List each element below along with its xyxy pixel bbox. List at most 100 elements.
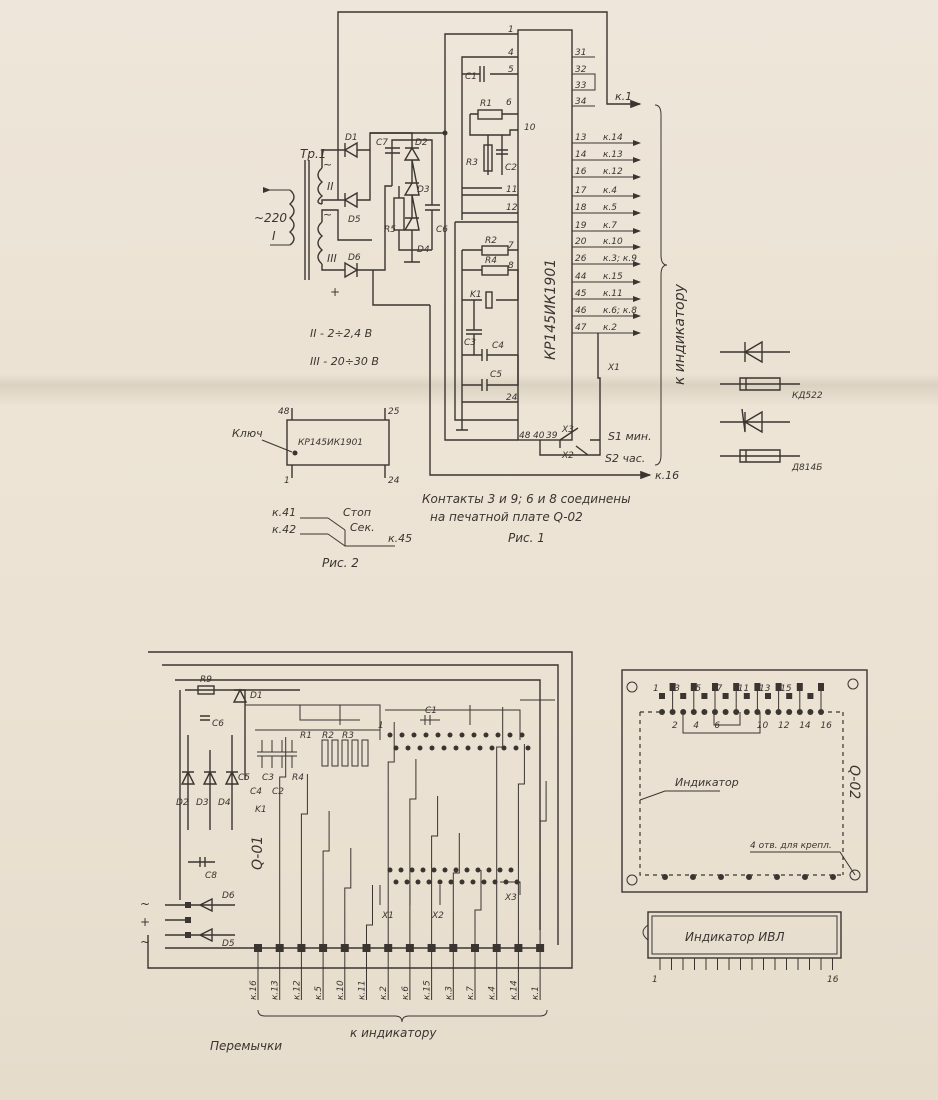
k1-label: к.1 <box>615 90 632 103</box>
trace <box>496 707 504 944</box>
component-label: D1 <box>345 133 358 143</box>
component-label: R3 <box>342 731 354 741</box>
connector-pin <box>398 867 404 873</box>
s1-label: S1 мин. <box>608 430 652 443</box>
connector-pin <box>387 867 393 873</box>
connector-pin <box>399 732 405 738</box>
trace <box>344 848 352 944</box>
indicator-pin <box>690 709 697 715</box>
fig1-caption: Рис. 1 <box>508 531 545 545</box>
pad-label: к.2 <box>379 986 389 1000</box>
connector-pin <box>393 745 399 751</box>
mount-pin <box>802 874 808 880</box>
to-indicator-label: к индикатору <box>672 283 688 385</box>
connector-pin <box>415 879 421 885</box>
jumper-pad <box>536 944 545 952</box>
k41-label: к.41 <box>272 506 296 519</box>
indicator-pin <box>712 709 718 715</box>
component-label: C6 <box>212 719 224 729</box>
fig2-pin-48: 48 <box>278 407 290 417</box>
connector-pin <box>405 745 411 751</box>
connector-pin <box>426 879 432 885</box>
connector-pin <box>525 745 531 751</box>
component-label: K1 <box>470 290 482 300</box>
indicator-outline <box>639 711 844 876</box>
component-label: C1 <box>425 706 437 716</box>
component-label: C5 <box>490 370 502 380</box>
connector-pin <box>465 745 471 751</box>
power-tilde-2: ~ <box>140 935 150 949</box>
top-pin-number: 15 <box>780 684 792 694</box>
left-pin-number: 5 <box>508 65 514 75</box>
to-indicator-label: к индикатору <box>350 1026 437 1040</box>
tilde: ~ <box>323 158 332 171</box>
connector-pin <box>495 732 501 738</box>
component-label: D5 <box>348 215 361 225</box>
connector-pin <box>459 879 465 885</box>
pad-label: к.16 <box>249 980 259 1000</box>
output-contact-label: к.5 <box>603 203 617 213</box>
indicator-pin <box>786 709 793 715</box>
component-label: X2 <box>561 451 574 461</box>
jumper-pad <box>275 944 284 952</box>
connector-pin <box>497 867 503 873</box>
mount-hole <box>626 874 638 886</box>
indicator-pin <box>754 709 761 715</box>
output-pin-number: 19 <box>575 221 587 231</box>
trace <box>409 759 417 944</box>
trace <box>539 781 547 944</box>
aux-pin-number: 33 <box>575 81 587 91</box>
connector-pin <box>411 732 417 738</box>
component-label: X1 <box>607 363 620 373</box>
jumper-pad <box>514 944 523 952</box>
mount-pin <box>718 874 724 880</box>
solder-pad <box>733 683 740 691</box>
kd522-label: КД522 <box>792 391 823 401</box>
connector-pin <box>513 745 519 751</box>
connector-pin <box>459 732 465 738</box>
component-label: D4 <box>218 798 231 808</box>
solder-pad <box>775 683 782 691</box>
board-outline <box>147 651 573 969</box>
mount-hole <box>626 681 638 693</box>
power-tilde-1: ~ <box>140 897 150 911</box>
left-pin-number: 7 <box>508 241 514 251</box>
connector-pin <box>507 732 513 738</box>
resistor <box>331 739 339 767</box>
connector-pin <box>489 745 495 751</box>
output-contact-label: к.4 <box>603 186 617 196</box>
fig2-pin-24: 24 <box>388 476 400 486</box>
solder-pad <box>786 693 793 699</box>
connector-pin <box>486 867 492 873</box>
transformer-core <box>304 160 310 280</box>
connector-pin <box>404 879 410 885</box>
indicator-brace <box>654 104 668 466</box>
solder-pad <box>669 683 676 691</box>
left-pin-number: 1 <box>508 25 514 35</box>
trace <box>279 737 287 944</box>
component-label: X3 <box>504 893 517 903</box>
output-pin-number: 47 <box>575 323 587 333</box>
top-pin-number: 7 <box>717 684 723 694</box>
diode-d6-d5 <box>165 897 235 943</box>
connector-pin <box>475 867 481 873</box>
pad-label: к.13 <box>271 980 281 1000</box>
jumper-pad <box>449 944 458 952</box>
top-pin-number: 11 <box>738 684 749 694</box>
c6-capacitor <box>412 139 440 250</box>
pin-last: 16 <box>827 975 839 985</box>
component-label: R2 <box>485 236 497 246</box>
r3-resistor <box>483 144 493 172</box>
jumper-pad <box>362 944 371 952</box>
component-label: R3 <box>466 158 478 168</box>
indicator-label: Индикатор <box>675 776 739 789</box>
pad-label: к.3 <box>444 986 454 1000</box>
connector-pin <box>387 732 393 738</box>
indicator-pin <box>765 709 771 715</box>
output-contact-label: к.14 <box>603 133 623 143</box>
winding-2-note: II - 2÷2,4 В <box>310 327 372 340</box>
aux-pin-number: 34 <box>575 97 587 107</box>
output-pin-number: 44 <box>575 272 587 282</box>
trace <box>474 870 482 944</box>
